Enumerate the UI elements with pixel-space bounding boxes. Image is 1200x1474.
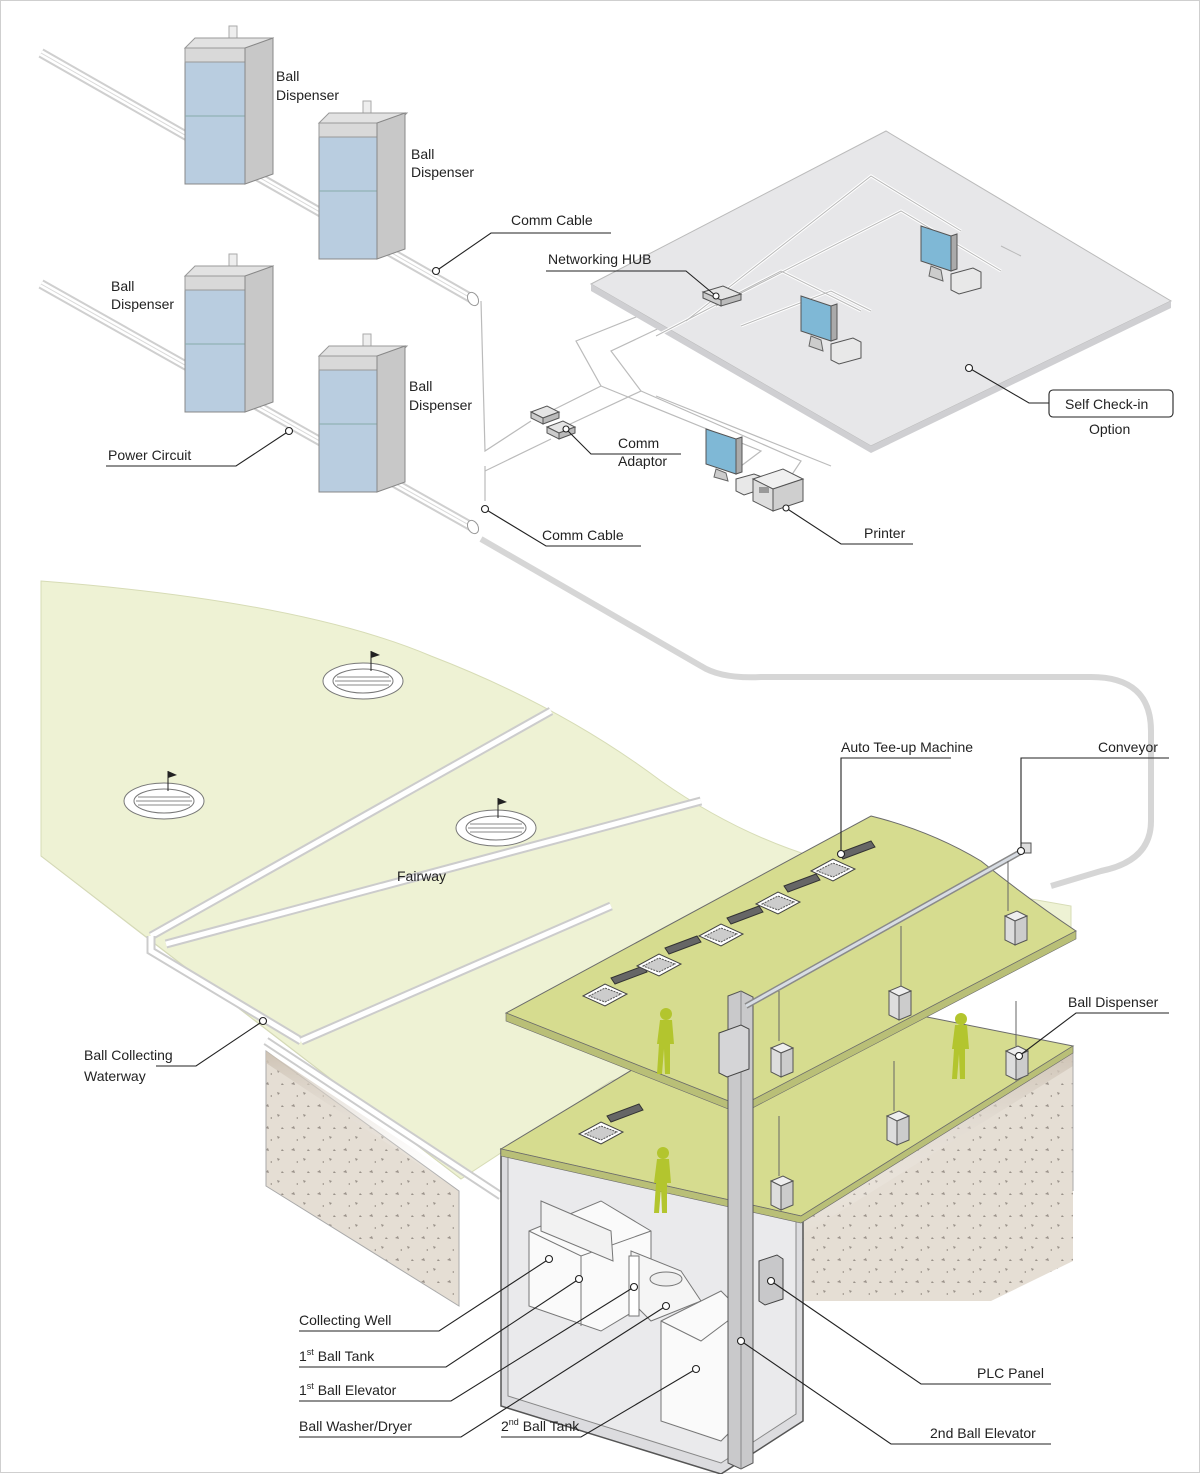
label-ball-collecting-line2: Waterway [84,1068,146,1084]
networking-hub-device [701,285,743,307]
label-ball-dispenser-2-line1: Ball [411,146,434,162]
label-ball-dispenser-3-line2: Dispenser [111,296,174,312]
target-green-2 [123,771,205,820]
target-green-3 [455,798,537,847]
label-ball-dispenser-2-line2: Dispenser [411,164,474,180]
label-fairway: Fairway [397,868,446,884]
label-ball-collecting-line1: Ball Collecting [84,1047,173,1063]
label-printer: Printer [864,525,906,541]
label-networking-hub: Networking HUB [548,251,651,267]
diagram-labels: Ball Dispenser Ball Dispenser Ball Dispe… [84,68,1159,1441]
person-figure-3 [654,1147,671,1213]
label-second-ball-elevator: 2nd Ball Elevator [930,1425,1036,1441]
ball-dispenser-unit-1 [183,25,275,185]
label-ball-washer-dryer: Ball Washer/Dryer [299,1418,412,1434]
label-ball-dispenser-1-line1: Ball [276,68,299,84]
label-comm-cable-bottom: Comm Cable [542,527,624,543]
tee-mats-upper [581,840,876,1007]
monitor-checkin-1 [920,225,982,295]
person-figure-2 [952,1013,969,1079]
label-collecting-well: Collecting Well [299,1312,391,1328]
hanging-dispensers [769,861,1030,1211]
label-second-ball-tank: 2nd Ball Tank [501,1417,580,1434]
ball-dispenser-unit-4 [317,333,409,493]
self-checkin-floor [589,130,1173,453]
label-option: Option [1089,421,1130,437]
monitor-checkin-2 [800,295,862,365]
ball-elevator-column [718,990,754,1470]
label-comm-adaptor-line2: Adaptor [618,453,667,469]
label-plc-panel: PLC Panel [977,1365,1044,1381]
label-auto-teeup-machine: Auto Tee-up Machine [841,739,973,755]
leader-lines [106,232,1174,1445]
lower-range-section [40,580,1077,1474]
label-ball-dispenser-1-line2: Dispenser [276,87,339,103]
ball-dispenser-unit-2 [317,100,409,260]
person-figure-1 [657,1008,674,1074]
target-green-1 [322,651,404,700]
main-comm-cable [479,536,1154,889]
label-ball-dispenser-4-line1: Ball [409,378,432,394]
label-comm-adaptor-line1: Comm [618,435,659,451]
label-ball-dispenser-right: Ball Dispenser [1068,994,1159,1010]
label-power-circuit: Power Circuit [108,447,191,463]
comm-adaptor-device-2 [545,420,577,440]
ball-dispenser-unit-3 [183,253,275,413]
upper-network-section [38,25,1173,889]
label-first-ball-elevator: 1st Ball Elevator [299,1381,397,1398]
label-self-checkin: Self Check-in [1065,396,1148,412]
label-first-ball-tank: 1st Ball Tank [299,1347,375,1364]
label-ball-dispenser-3-line1: Ball [111,278,134,294]
tee-mat-lower [577,1103,644,1145]
label-conveyor: Conveyor [1098,739,1158,755]
printer-device [751,468,805,512]
comm-adaptor-device-1 [529,405,561,425]
label-ball-dispenser-4-line2: Dispenser [409,397,472,413]
label-comm-cable-top: Comm Cable [511,212,593,228]
ball-collecting-waterway [146,707,703,1200]
